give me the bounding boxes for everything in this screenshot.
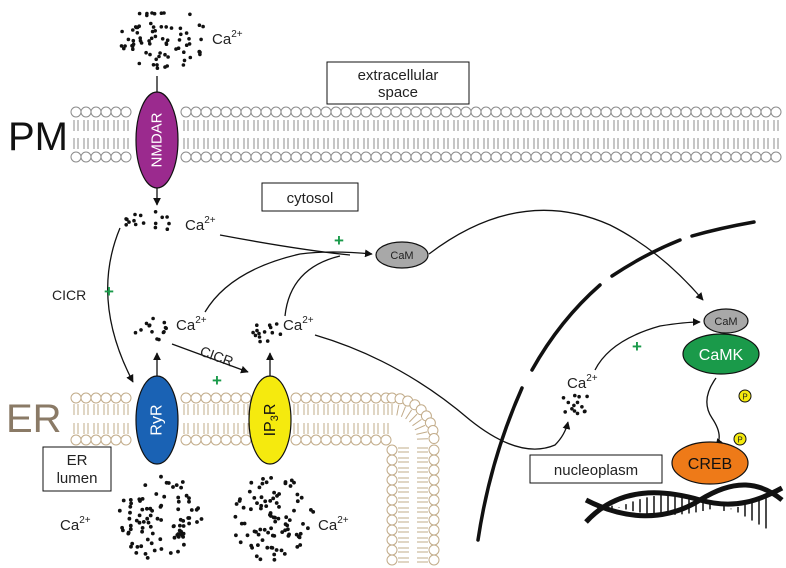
cam-bound-label: CaM — [714, 316, 737, 328]
plus-sign-4: + — [632, 337, 642, 356]
calcium-clouds — [117, 11, 589, 562]
ca-label-nucleus: Ca2+ — [567, 373, 598, 392]
extracellular-line-1: extracellular — [358, 67, 439, 84]
ca-label-er-lumen-right: Ca2+ — [318, 515, 349, 534]
er-lumen-line-2: lumen — [57, 470, 98, 487]
phospho-marker-1: P — [738, 389, 752, 403]
arrow-cicr-ip3r — [171, 343, 249, 374]
camk-label: CaMK — [699, 347, 744, 364]
phospho-label-2: P — [737, 436, 742, 445]
er-label: ER — [6, 397, 62, 441]
er-lumen-line-1: ER — [67, 452, 88, 469]
phospho-marker-2: P — [733, 432, 747, 446]
ip3r-label: IP3R — [262, 404, 282, 437]
ryr-channel: RyR — [135, 375, 179, 465]
cytosol-box: cytosol — [261, 182, 359, 212]
ca-label-cytosol: Ca2+ — [185, 215, 216, 234]
pm-label: PM — [8, 115, 68, 159]
phospho-label-1: P — [742, 393, 747, 402]
nmdar-channel: NMDAR — [135, 91, 179, 189]
nucleoplasm-label: nucleoplasm — [554, 462, 638, 479]
ryr-label: RyR — [149, 404, 166, 435]
arrow-ca-to-camk — [594, 318, 701, 371]
arrow-cam-to-nucleus — [428, 209, 704, 301]
arrow-camk-to-creb — [706, 377, 724, 447]
extracellular-line-2: space — [378, 84, 418, 101]
nuclear-envelope — [476, 220, 756, 542]
cam-protein: CaM — [375, 241, 429, 269]
ca-label-extracellular: Ca2+ — [212, 29, 243, 48]
arrows — [107, 76, 724, 450]
ip3r-channel: IP3R — [248, 375, 292, 465]
plasma-membrane — [70, 106, 782, 163]
arrow-ca-to-cam-2 — [204, 249, 373, 313]
dna-helix — [584, 482, 784, 529]
ca-label-ryr-release: Ca2+ — [176, 315, 207, 334]
ca-label-er-lumen-left: Ca2+ — [60, 515, 91, 534]
cam-bound-protein: CaM — [703, 308, 749, 334]
er-membrane — [70, 392, 440, 566]
ryr-ellipse — [135, 375, 179, 465]
cytosol-label: cytosol — [287, 190, 334, 207]
cicr-label-2: CICR — [198, 343, 236, 370]
plus-sign-2: + — [334, 231, 344, 250]
cicr-label-1: CICR — [52, 287, 86, 303]
ca-label-ip3r-release: Ca2+ — [283, 315, 314, 334]
arrow-ca-to-cam-1 — [219, 234, 351, 256]
ip3r-ellipse — [248, 375, 292, 465]
extracellular-box: extracellular space — [326, 61, 470, 105]
cam-label: CaM — [390, 250, 413, 262]
plus-sign-3: + — [212, 371, 222, 390]
arrow-ca-to-ryr — [107, 227, 134, 383]
er-lumen-box: ER lumen — [42, 446, 112, 492]
creb-protein: CREB — [671, 441, 749, 485]
nmdar-label: NMDAR — [149, 112, 166, 167]
nmdar-ellipse — [135, 91, 179, 189]
plus-sign-1: + — [104, 282, 114, 301]
creb-label: CREB — [688, 456, 732, 473]
nucleoplasm-box: nucleoplasm — [529, 454, 663, 484]
arrow-ca-to-cam-3 — [284, 255, 341, 317]
camk-protein: CaMK — [682, 333, 760, 375]
arrow-ca-to-nucleoplasm — [314, 334, 571, 450]
